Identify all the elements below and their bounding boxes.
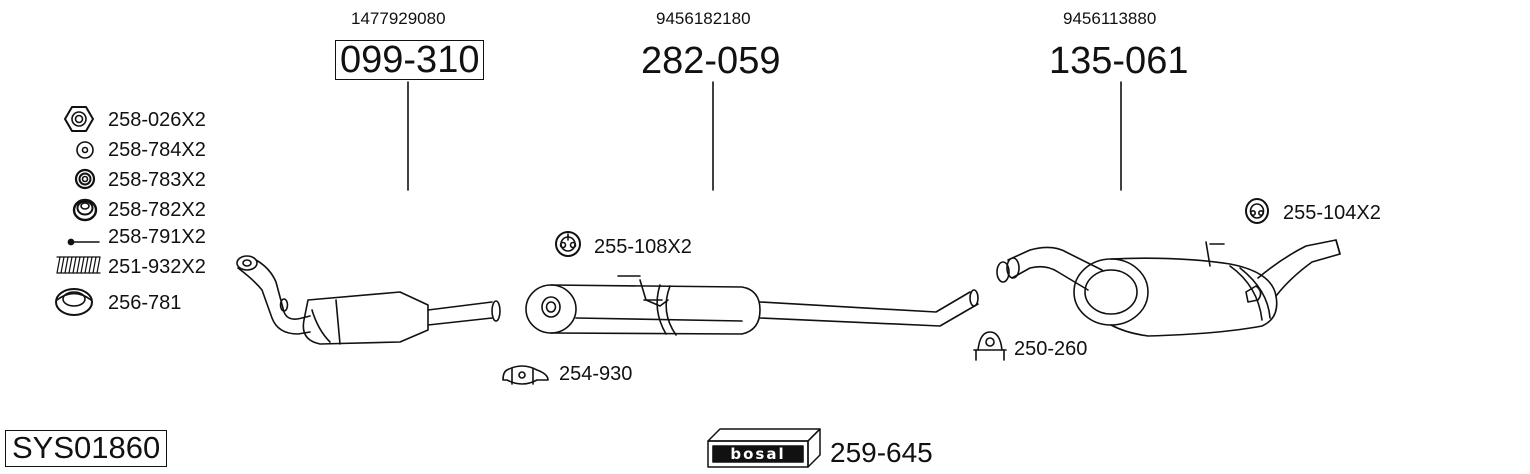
brand-name: bosal: [730, 445, 786, 463]
accessory-label: 258-784X2: [108, 139, 206, 161]
hanger-front-label: 255-108X2: [594, 236, 692, 258]
hex-nut-icon: [64, 106, 94, 132]
hanger-icon-front: [555, 231, 581, 257]
clamp-icon-rear: [973, 331, 1007, 361]
centre-silencer: [525, 275, 979, 336]
accessory-label: 251-932X2: [108, 256, 206, 278]
bosal-logo: [707, 428, 821, 468]
clamp-front-label: 254-930: [559, 363, 633, 385]
spring-washer-icon: [72, 198, 98, 222]
spring-icon: [56, 256, 101, 274]
part-number-1: 099-310: [335, 40, 485, 80]
hanger-icon-rear: [1245, 198, 1269, 224]
oe-number-2: 9456182180: [656, 9, 751, 28]
accessory-label: 256-781: [108, 292, 182, 314]
kit-number: 259-645: [830, 437, 933, 468]
oe-number-3: 9456113880: [1063, 9, 1157, 28]
part-number-3: 135-061: [1049, 40, 1189, 82]
part-number-2: 282-059: [641, 40, 781, 82]
accessory-label: 258-783X2: [108, 169, 206, 191]
ring-icon: [74, 168, 96, 190]
washer-icon: [76, 141, 94, 159]
gasket-icon: [55, 288, 93, 316]
oe-number-1: 1477929080: [351, 9, 446, 28]
accessory-label: 258-791X2: [108, 226, 206, 248]
hanger-rear-label: 255-104X2: [1283, 202, 1381, 224]
rear-silencer: [996, 239, 1341, 337]
clamp-rear-label: 250-260: [1014, 338, 1088, 360]
clamp-icon-front: [502, 365, 549, 385]
front-pipe-catalyst: [236, 255, 501, 345]
bolt-icon: [67, 238, 100, 246]
accessory-label: 258-026X2: [108, 109, 206, 131]
system-code: SYS01860: [5, 430, 168, 467]
accessory-label: 258-782X2: [108, 199, 206, 221]
